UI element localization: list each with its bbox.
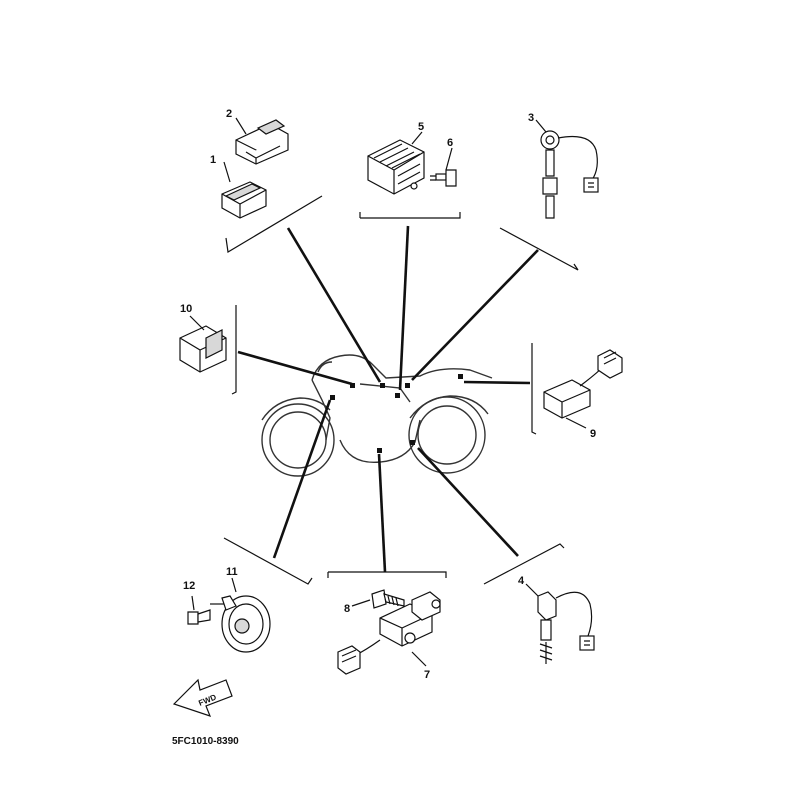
callout-3: 3 [528,112,534,124]
group-brackets [223,195,579,585]
callout-8: 8 [344,603,350,615]
part-3-switch-sensor [535,119,599,219]
callout-11: 11 [226,566,238,578]
callout-labels: 1 2 3 4 5 6 7 8 9 10 11 12 [180,108,596,681]
leader-lines [237,225,539,573]
part-8-screw [351,589,405,609]
part-10-relay-unit [179,315,227,373]
relay-connector-group [221,117,289,219]
part-6-bolt [430,169,457,187]
part-11-horn [210,595,271,653]
callout-12: 12 [183,580,195,592]
callout-10: 10 [180,303,192,315]
switch-assembly-group [337,589,441,675]
part-5-rectifier-regulator [367,139,425,195]
part-2-connector-cover [235,119,289,165]
diagram-code: 5FC1010-8390 [172,736,239,747]
callout-6: 6 [447,137,453,149]
callout-4: 4 [518,575,525,587]
part-1-relay [221,181,267,219]
callout-7: 7 [424,669,430,681]
part-4-temperature-sensor [525,583,595,664]
part-9-module [543,349,623,429]
forward-arrow-icon: FWD [172,678,233,717]
callout-2: 2 [226,108,232,120]
callout-9: 9 [590,428,596,440]
part-12-bolt [187,595,211,625]
callout-1: 1 [210,154,216,166]
motorcycle-outline [261,354,493,477]
horn-group [187,577,271,653]
callout-5: 5 [418,121,424,133]
rectifier-regulator-group [367,131,457,195]
part-7-switch-assembly [337,591,441,675]
